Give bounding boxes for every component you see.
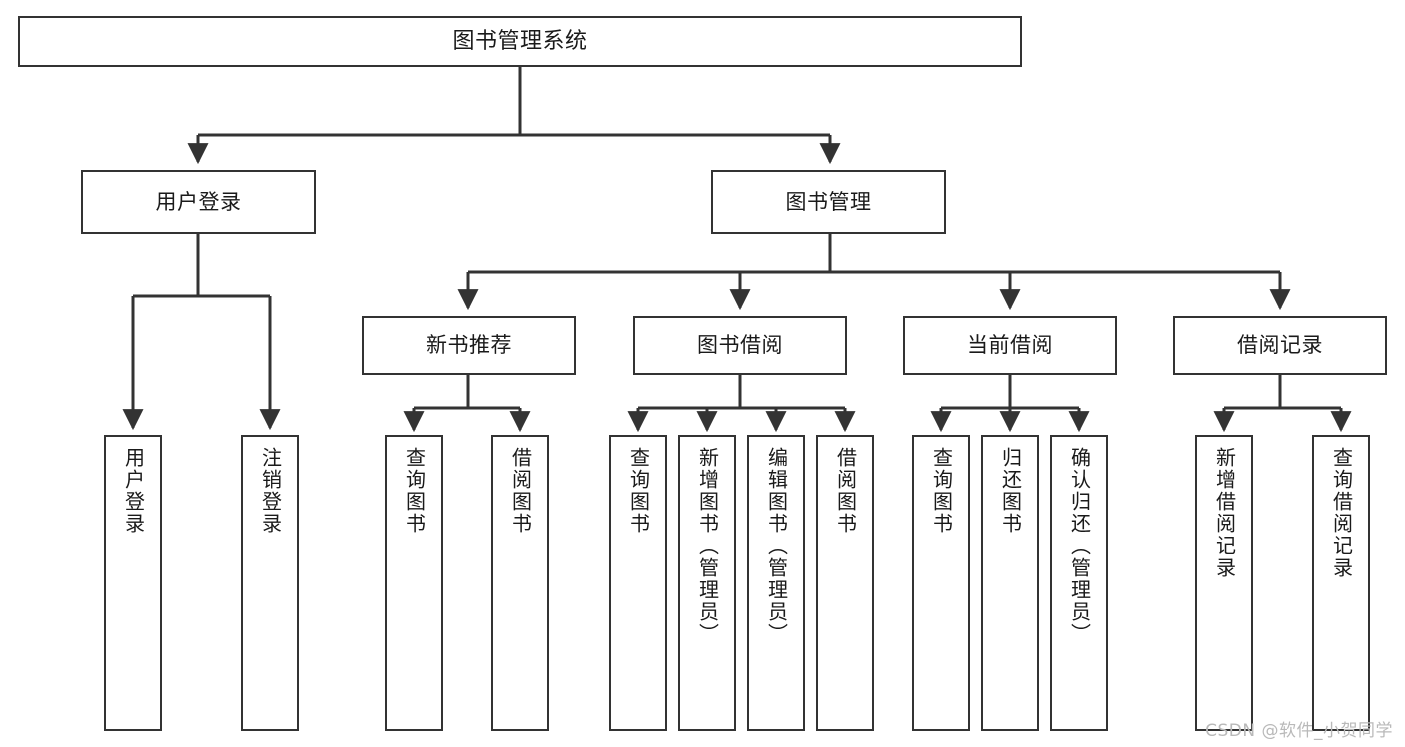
node-book-management[interactable]: 图书管理 — [711, 170, 946, 234]
leaf-user-login-login-label: 用户登录 — [121, 447, 146, 535]
leaf-user-login-logout-label: 注销登录 — [258, 447, 283, 535]
node-borrow-record-label: 借阅记录 — [1237, 333, 1323, 358]
node-root-label: 图书管理系统 — [452, 28, 588, 54]
leaf-book-borrow-borrow[interactable]: 借阅图书 — [816, 435, 874, 731]
leaf-current-borrow-confirm-label: 确认归还（管理员） — [1067, 447, 1092, 645]
leaf-borrow-record-add[interactable]: 新增借阅记录 — [1195, 435, 1253, 731]
leaf-new-book-query-label: 查询图书 — [402, 447, 427, 535]
leaf-borrow-record-query[interactable]: 查询借阅记录 — [1312, 435, 1370, 731]
node-user-login[interactable]: 用户登录 — [81, 170, 316, 234]
leaf-borrow-record-query-label: 查询借阅记录 — [1329, 447, 1354, 579]
leaf-borrow-record-add-label: 新增借阅记录 — [1212, 447, 1237, 579]
leaf-user-login-logout[interactable]: 注销登录 — [241, 435, 299, 731]
node-current-borrow[interactable]: 当前借阅 — [903, 316, 1117, 375]
leaf-new-book-query[interactable]: 查询图书 — [385, 435, 443, 731]
leaf-new-book-borrow-label: 借阅图书 — [508, 447, 533, 535]
leaf-book-borrow-edit-label: 编辑图书（管理员） — [764, 447, 789, 645]
node-book-management-label: 图书管理 — [785, 189, 872, 214]
node-book-borrow[interactable]: 图书借阅 — [633, 316, 847, 375]
leaf-current-borrow-return-label: 归还图书 — [998, 447, 1023, 535]
node-book-borrow-label: 图书借阅 — [697, 333, 783, 358]
leaf-user-login-login[interactable]: 用户登录 — [104, 435, 162, 731]
leaf-book-borrow-borrow-label: 借阅图书 — [833, 447, 858, 535]
node-current-borrow-label: 当前借阅 — [967, 333, 1053, 358]
watermark: CSDN @软件_小贺同学 — [1205, 721, 1393, 741]
leaf-current-borrow-query-label: 查询图书 — [929, 447, 954, 535]
node-new-book-recommend[interactable]: 新书推荐 — [362, 316, 576, 375]
leaf-book-borrow-query[interactable]: 查询图书 — [609, 435, 667, 731]
leaf-current-borrow-query[interactable]: 查询图书 — [912, 435, 970, 731]
leaf-book-borrow-add-label: 新增图书（管理员） — [695, 447, 720, 645]
node-borrow-record[interactable]: 借阅记录 — [1173, 316, 1387, 375]
node-root[interactable]: 图书管理系统 — [18, 16, 1022, 67]
node-new-book-recommend-label: 新书推荐 — [426, 333, 512, 358]
leaf-book-borrow-edit[interactable]: 编辑图书（管理员） — [747, 435, 805, 731]
leaf-book-borrow-query-label: 查询图书 — [626, 447, 651, 535]
leaf-new-book-borrow[interactable]: 借阅图书 — [491, 435, 549, 731]
leaf-current-borrow-return[interactable]: 归还图书 — [981, 435, 1039, 731]
leaf-current-borrow-confirm[interactable]: 确认归还（管理员） — [1050, 435, 1108, 731]
leaf-book-borrow-add[interactable]: 新增图书（管理员） — [678, 435, 736, 731]
node-user-login-label: 用户登录 — [155, 189, 242, 214]
